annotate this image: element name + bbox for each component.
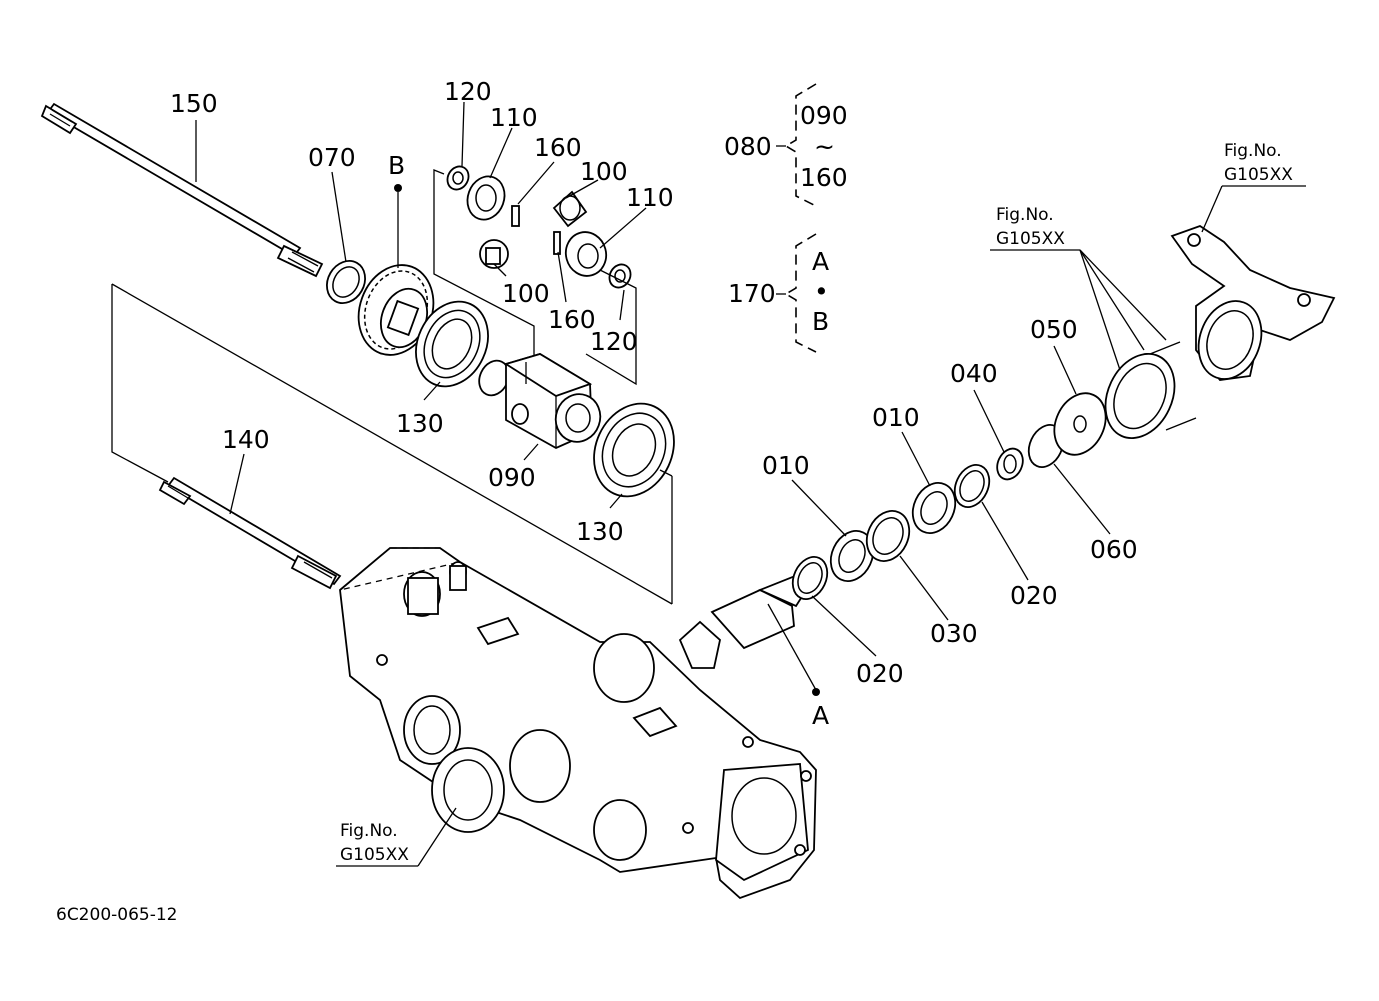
label-050: 050 xyxy=(1030,315,1078,344)
label-090: 090 xyxy=(488,463,536,492)
label-150: 150 xyxy=(170,89,218,118)
pinion-shaft-parts xyxy=(791,341,1197,600)
label-110-right: 110 xyxy=(626,183,674,212)
shaft-150 xyxy=(40,102,324,278)
group-080-top: 090 xyxy=(800,101,848,130)
bracket-casting xyxy=(1170,225,1336,381)
fig-reference-leaders xyxy=(336,185,1306,867)
label-110-top: 110 xyxy=(490,103,538,132)
diff-internal-parts xyxy=(433,165,637,386)
fig-ref-top-right-line1: Fig.No. xyxy=(1224,141,1282,161)
label-160-bottom: 160 xyxy=(548,305,596,334)
fig-ref-top-right-line2: G105XX xyxy=(1224,165,1293,185)
fig-ref-mid-right-line2: G105XX xyxy=(996,229,1065,249)
label-100-top: 100 xyxy=(580,157,628,186)
label-A: A xyxy=(812,701,829,730)
label-020-left: 020 xyxy=(856,659,904,688)
label-010-right: 010 xyxy=(872,403,920,432)
fig-ref-mid-right-line1: Fig.No. xyxy=(996,205,1054,225)
shaft-140 xyxy=(158,476,342,590)
label-140: 140 xyxy=(222,425,270,454)
drawing-code: 6C200-065-12 xyxy=(56,905,177,925)
bearing-130-right xyxy=(593,402,675,498)
label-030: 030 xyxy=(930,619,978,648)
snap-ring-070 xyxy=(326,260,366,304)
label-120-bottom: 120 xyxy=(590,327,638,356)
group-170-bottom: B xyxy=(812,307,829,336)
label-B: B xyxy=(388,151,405,180)
label-040: 040 xyxy=(950,359,998,388)
fig-ref-bottom-left-line1: Fig.No. xyxy=(340,821,398,841)
group-080-bottom: 160 xyxy=(800,163,848,192)
label-120-top: 120 xyxy=(444,77,492,106)
group-bracket-170 xyxy=(776,233,817,353)
axle-housing xyxy=(339,547,817,900)
label-080: 080 xyxy=(724,132,772,161)
differential-case-090 xyxy=(478,353,602,450)
label-070: 070 xyxy=(308,143,356,172)
label-130-left: 130 xyxy=(396,409,444,438)
label-160-top: 160 xyxy=(534,133,582,162)
leader-lines xyxy=(195,101,1111,657)
group-080-tilde: ~ xyxy=(814,132,835,161)
label-130-right: 130 xyxy=(576,517,624,546)
fig-ref-bottom-left-line2: G105XX xyxy=(340,845,409,865)
bearing-130-left xyxy=(415,300,489,388)
group-170-top: A xyxy=(812,247,829,276)
pinion-gear-A xyxy=(678,572,820,696)
label-010-left: 010 xyxy=(762,451,810,480)
label-020-right: 020 xyxy=(1010,581,1058,610)
group-bracket-080 xyxy=(776,83,817,207)
label-170: 170 xyxy=(728,279,776,308)
label-060: 060 xyxy=(1090,535,1138,564)
group-170-dot: • xyxy=(814,277,829,306)
assembly-guide-lines xyxy=(111,283,673,605)
label-100-bottom: 100 xyxy=(502,279,550,308)
